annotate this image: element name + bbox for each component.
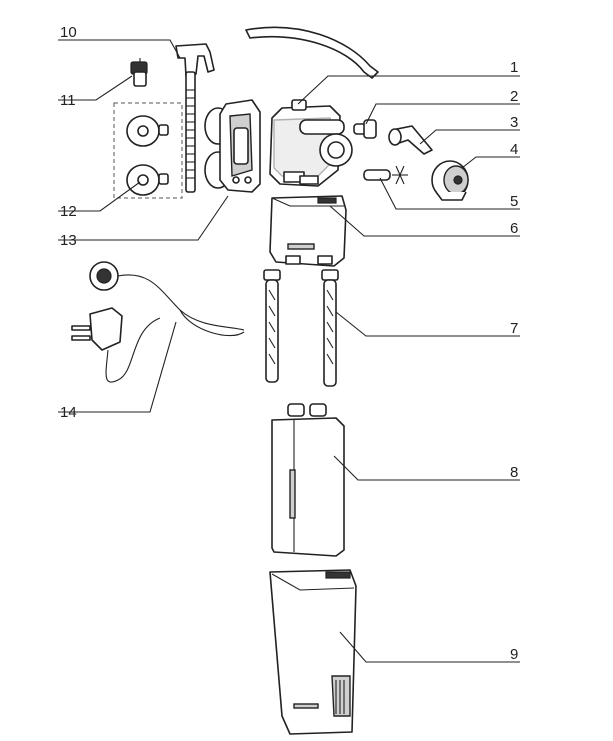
- suction-cup-set-box: [113, 102, 183, 199]
- callout-8: 8: [510, 464, 518, 481]
- hanger-bracket-part: [175, 43, 215, 193]
- filter-cartridges-part: [263, 269, 339, 387]
- sponge-block-part: [271, 403, 345, 557]
- callout-10: 10: [60, 24, 77, 41]
- filter-container-part: [269, 569, 357, 735]
- callout-1: 1: [510, 59, 518, 76]
- callout-7: 7: [510, 320, 518, 337]
- adjusting-screw-part: [130, 58, 148, 87]
- top-housing-part: [269, 195, 347, 267]
- suction-cups-part: [126, 115, 169, 196]
- callout-14: 14: [60, 404, 77, 421]
- impeller-cover-part: [431, 160, 469, 201]
- callout-6: 6: [510, 220, 518, 237]
- pump-head-part: [269, 99, 353, 187]
- callout-4: 4: [510, 141, 518, 158]
- callout-9: 9: [510, 646, 518, 663]
- mounting-plate-part: [204, 99, 261, 193]
- leader-lines: [58, 39, 520, 663]
- callout-12: 12: [60, 203, 77, 220]
- callout-5: 5: [510, 193, 518, 210]
- connector-part: [353, 119, 377, 139]
- callout-2: 2: [510, 88, 518, 105]
- nozzle-part: [388, 125, 433, 155]
- impeller-part: [363, 165, 408, 185]
- outlet-tube-part: [245, 26, 379, 79]
- callout-11: 11: [60, 92, 76, 109]
- callout-13: 13: [60, 232, 77, 249]
- power-adapter-part: [71, 261, 245, 383]
- callout-3: 3: [510, 114, 518, 131]
